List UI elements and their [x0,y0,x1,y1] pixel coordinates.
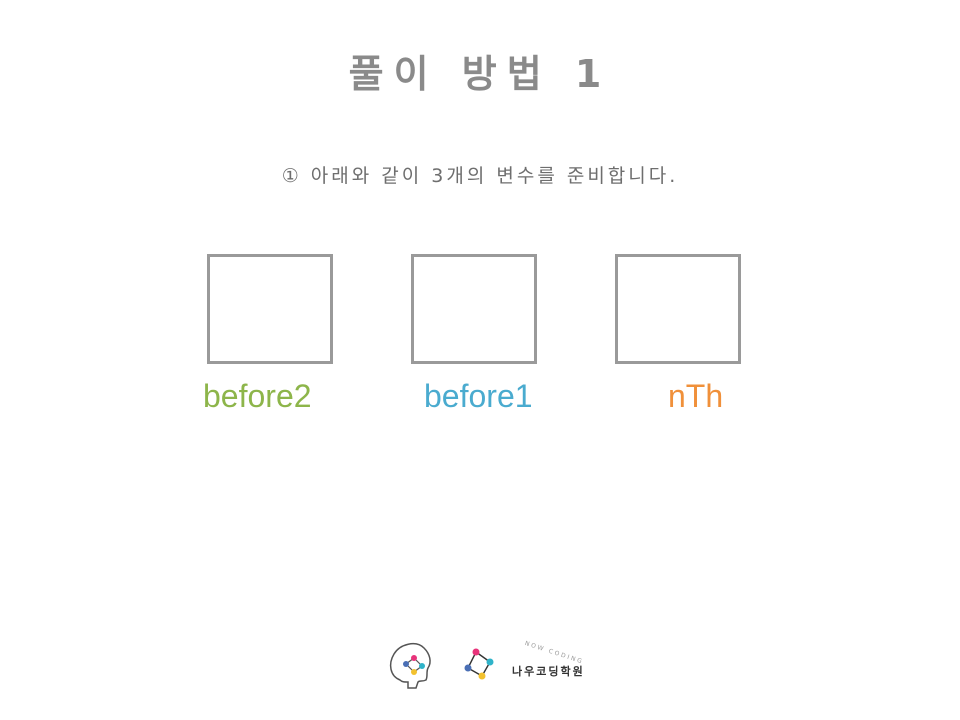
variable-label-before1: before1 [424,378,533,414]
head-with-network-icon [389,642,431,689]
network-nodes-icon [464,648,494,680]
variable-box-before1 [411,254,537,364]
variable-label-nth: nTh [668,378,724,414]
brand-subtitle: NOW CODING [523,640,585,666]
logo-graphics [389,642,494,689]
variable-box-before2 [207,254,333,364]
variable-label-before2: before2 [203,378,312,414]
variable-box-nth [615,254,741,364]
brand-name: 나우코딩학원 [512,665,585,678]
slide-title: 풀이 방법 1 [348,52,612,96]
footer-logo: NOW CODING 나우코딩학원 [386,636,606,692]
instruction-text: ① 아래와 같이 3개의 변수를 준비합니다. [281,165,679,187]
